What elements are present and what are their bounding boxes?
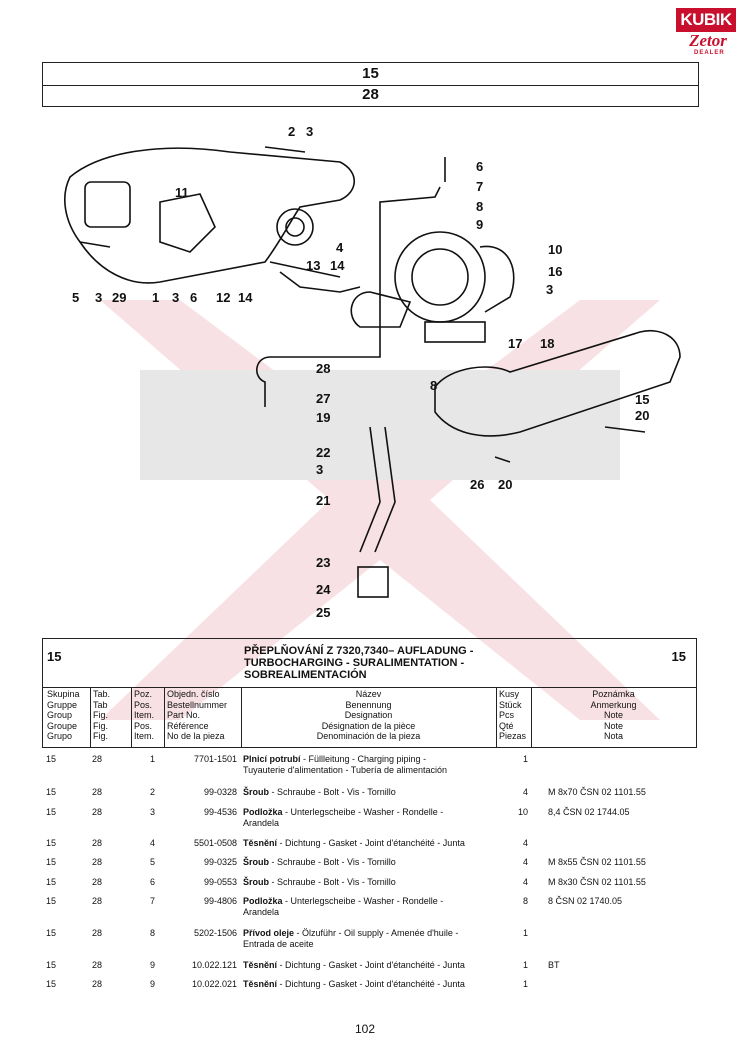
callout-3e: 22 <box>316 445 330 460</box>
col-divider <box>90 688 91 747</box>
header-separator <box>43 687 696 688</box>
section-title: PŘEPLŇOVÁNÍ Z 7320,7340– AUFLADUNG - TUR… <box>244 645 474 681</box>
callout-6b: 6 <box>190 290 197 305</box>
callout-24: 23 <box>316 555 330 570</box>
group-header: 15 <box>42 62 699 86</box>
callout-22: 20 <box>635 408 649 423</box>
callout-19: 8 <box>430 378 437 393</box>
callout-3d: 3 <box>172 290 179 305</box>
callout-4: 4 <box>336 240 344 255</box>
turbocharger-exploded-diagram: 2 3 11 6 7 8 9 4 10 16 3 5 3 29 1 3 6 12… <box>64 124 681 620</box>
callout-6: 6 <box>476 159 483 174</box>
parts-table-header: 15 15 PŘEPLŇOVÁNÍ Z 7320,7340– AUFLADUNG… <box>42 638 697 748</box>
callout-13: 13 <box>306 258 320 273</box>
callout-17: 17 <box>508 336 522 351</box>
callout-10: 10 <box>548 242 562 257</box>
group-label-left: 15 <box>47 649 62 664</box>
callout-25: 24 <box>316 582 331 597</box>
col-divider <box>131 688 132 747</box>
callout-3c: 3 <box>95 290 102 305</box>
kubik-zetor-logo: KUBIK Zetor DEALER <box>676 8 736 58</box>
colhead-pos: Poz.Pos.Item.Pos.Item. <box>134 689 155 742</box>
callout-8b: 27 <box>316 391 330 406</box>
col-divider <box>496 688 497 747</box>
callout-24b: 25 <box>316 605 330 620</box>
callout-28: 28 <box>316 361 330 376</box>
callout-2: 2 <box>288 124 295 139</box>
callout-29: 29 <box>112 290 126 305</box>
callout-27: 18 <box>540 336 554 351</box>
col-divider <box>241 688 242 747</box>
logo-dealer: DEALER <box>694 50 725 56</box>
callout-14b: 14 <box>330 258 345 273</box>
callout-9: 9 <box>476 217 483 232</box>
logo-brand: KUBIK <box>676 8 736 32</box>
callout-12: 12 <box>216 290 230 305</box>
callout-5: 5 <box>72 290 79 305</box>
callout-23: 21 <box>316 493 330 508</box>
callout-1: 1 <box>152 290 159 305</box>
callout-15: 19 <box>316 410 330 425</box>
callout-26: 3 <box>316 462 323 477</box>
callout-20: 15 <box>635 392 649 407</box>
callout-16: 16 <box>548 264 562 279</box>
callout-3: 3 <box>306 124 313 139</box>
callout-11: 11 <box>175 185 189 200</box>
callout-8: 8 <box>476 199 483 214</box>
callout-20b: 26 <box>470 477 484 492</box>
table-header: 28 <box>42 84 699 107</box>
col-divider <box>164 688 165 747</box>
callout-7: 7 <box>476 179 483 194</box>
logo-sub: Zetor <box>689 31 727 50</box>
callout-3b: 3 <box>546 282 553 297</box>
page-number: 102 <box>355 1022 376 1036</box>
callout-14: 14 <box>238 290 253 305</box>
col-divider <box>531 688 532 747</box>
callout-21: 20 <box>498 477 512 492</box>
group-label-right: 15 <box>671 649 686 664</box>
